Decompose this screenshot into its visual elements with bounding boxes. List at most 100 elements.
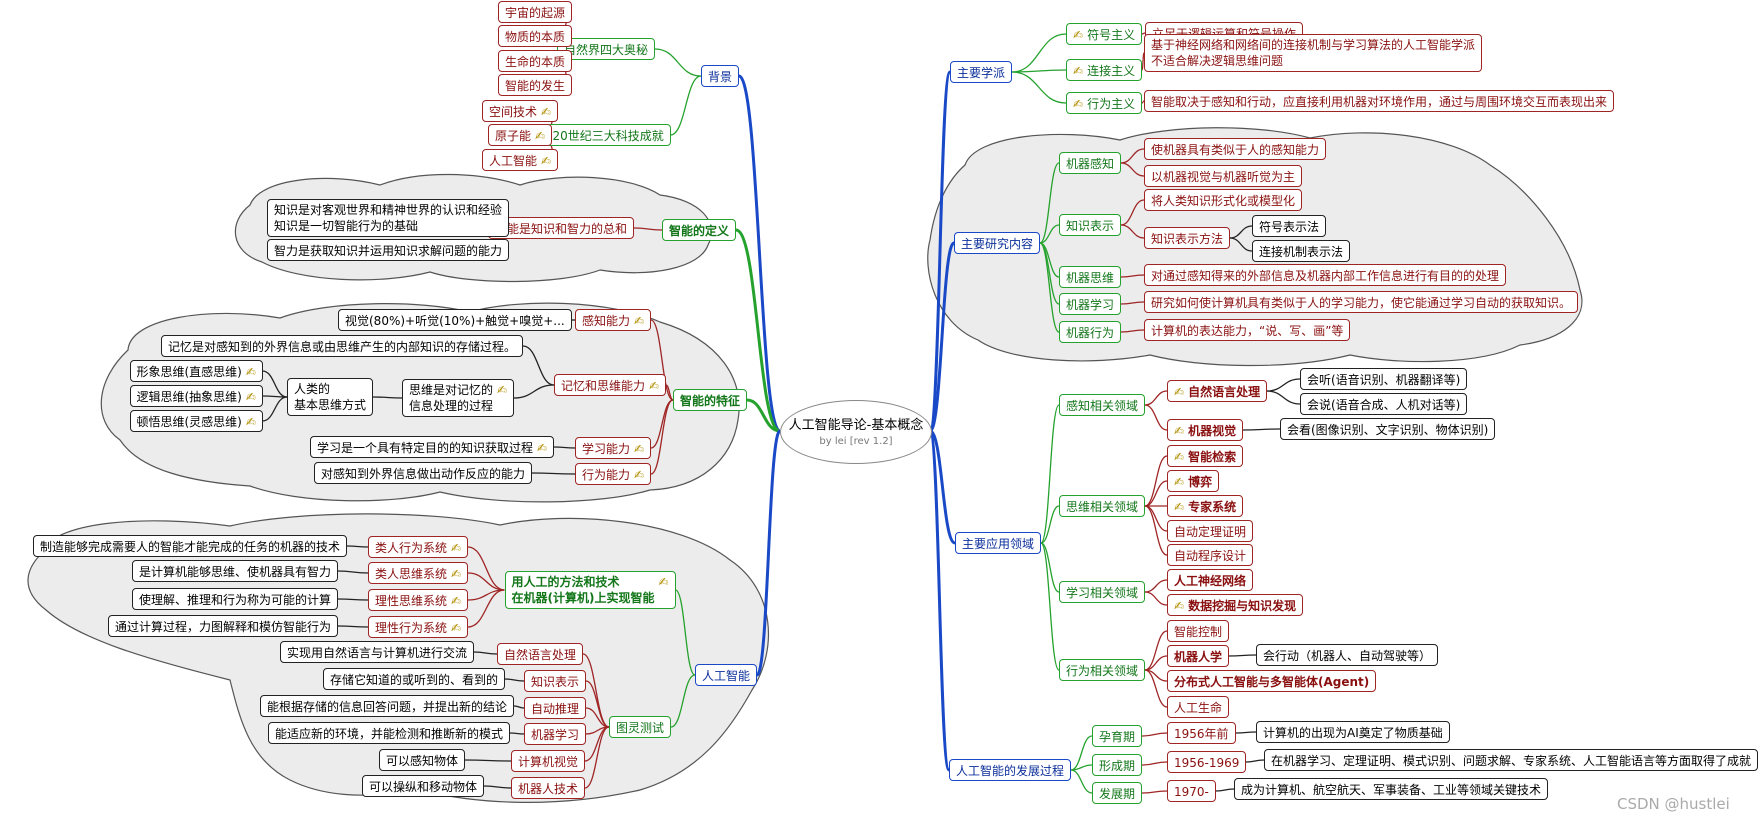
node-p2[interactable]: 思维相关领域 bbox=[1059, 495, 1146, 517]
node-s1[interactable]: ✍符号主义 bbox=[1066, 23, 1143, 45]
node-f2c1[interactable]: 形象思维(直感思维)✍ bbox=[129, 360, 263, 382]
node-s2a[interactable]: 基于神经网络和网络间的连接机制与学习算法的人工智能学派不适合解决逻辑思维问题 bbox=[1144, 34, 1483, 72]
node-ai2b1[interactable]: 存储它知道的或听到的、看到的 bbox=[323, 668, 506, 690]
node-p2a[interactable]: ✍智能检索 bbox=[1167, 445, 1244, 467]
node-p2d[interactable]: 自动定理证明 bbox=[1167, 520, 1254, 542]
node-f2[interactable]: 记忆和思维能力✍ bbox=[554, 374, 667, 396]
node-p2e[interactable]: 自动程序设计 bbox=[1167, 544, 1254, 566]
node-r2b2[interactable]: 连接机制表示法 bbox=[1252, 240, 1351, 262]
node-res[interactable]: 主要研究内容 bbox=[954, 232, 1041, 254]
node-r2b[interactable]: 知识表示方法 bbox=[1144, 227, 1231, 249]
node-p4d[interactable]: 人工生命 bbox=[1167, 696, 1230, 718]
node-bg1d[interactable]: 智能的发生 bbox=[498, 74, 573, 96]
node-ai2e1[interactable]: 可以感知物体 bbox=[379, 749, 466, 771]
node-f1a[interactable]: 视觉(80%)+听觉(10%)+触觉+嗅觉+... bbox=[338, 309, 572, 331]
node-ai2e[interactable]: 计算机视觉 bbox=[511, 750, 586, 772]
node-f2c[interactable]: 人类的基本思维方式 bbox=[287, 378, 374, 416]
node-p4b[interactable]: 机器人学 bbox=[1167, 645, 1230, 667]
node-r2b1[interactable]: 符号表示法 bbox=[1252, 215, 1327, 237]
node-ai1d[interactable]: 理性行为系统✍ bbox=[368, 616, 469, 638]
node-ai2d[interactable]: 机器学习 bbox=[524, 723, 587, 745]
node-f1[interactable]: 感知能力✍ bbox=[575, 309, 652, 331]
node-p4c[interactable]: 分布式人工智能与多智能体(Agent) bbox=[1167, 670, 1377, 692]
node-def[interactable]: 智能的定义 bbox=[662, 219, 737, 241]
node-p4a[interactable]: 智能控制 bbox=[1167, 620, 1230, 642]
node-p1b[interactable]: ✍机器视觉 bbox=[1167, 419, 1244, 441]
node-s2[interactable]: ✍连接主义 bbox=[1066, 59, 1143, 81]
node-d3a1[interactable]: 成为计算机、航空航天、军事装备、工业等领域关键技术 bbox=[1234, 778, 1549, 800]
node-bg1b[interactable]: 物质的本质 bbox=[498, 25, 573, 47]
node-ai2f[interactable]: 机器人技术 bbox=[511, 777, 586, 799]
node-r1[interactable]: 机器感知 bbox=[1059, 152, 1122, 174]
node-f2c2[interactable]: 逻辑思维(抽象思维)✍ bbox=[129, 385, 263, 407]
node-ai1[interactable]: 用人工的方法和技术在机器(计算机)上实现智能✍ bbox=[504, 571, 676, 609]
node-ai1a1[interactable]: 制造能够完成需要人的智能才能完成的任务的机器的技术 bbox=[33, 535, 348, 557]
node-f4[interactable]: 行为能力✍ bbox=[575, 463, 652, 485]
node-s3a[interactable]: 智能取决于感知和行动，应直接利用机器对环境作用，通过与周围环境交互而表现出来 bbox=[1144, 90, 1615, 112]
node-d2a[interactable]: 1956-1969 bbox=[1167, 751, 1247, 773]
node-f3a[interactable]: 学习是一个具有特定目的的知识获取过程✍ bbox=[310, 436, 555, 458]
node-d1[interactable]: 孕育期 bbox=[1092, 725, 1143, 747]
node-r1a[interactable]: 使机器具有类似于人的感知能力 bbox=[1144, 138, 1327, 160]
node-f2a[interactable]: 记忆是对感知到的外界信息或由思维产生的内部知识的存储过程。 bbox=[161, 335, 524, 357]
node-p1b1[interactable]: 会看(图像识别、文字识别、物体识别) bbox=[1280, 418, 1496, 440]
node-p3b[interactable]: ✍数据挖掘与知识发现 bbox=[1167, 594, 1304, 616]
node-f2c3[interactable]: 顿悟思维(灵感思维)✍ bbox=[129, 410, 263, 432]
node-ai1d1[interactable]: 通过计算过程，力图解释和模仿智能行为 bbox=[108, 615, 339, 637]
node-p2b[interactable]: ✍博弈 bbox=[1167, 470, 1220, 492]
node-def1b[interactable]: 智力是获取知识并运用知识求解问题的能力 bbox=[267, 239, 510, 261]
node-ai2c[interactable]: 自动推理 bbox=[524, 697, 587, 719]
node-d1a[interactable]: 1956年前 bbox=[1167, 722, 1236, 744]
node-r4a[interactable]: 研究如何使计算机具有类似于人的学习能力，使它能通过学习自动的获取知识。 bbox=[1144, 291, 1579, 313]
node-r4[interactable]: 机器学习 bbox=[1059, 293, 1122, 315]
node-p2c[interactable]: ✍专家系统 bbox=[1167, 495, 1244, 517]
node-r3a[interactable]: 对通过感知得来的外部信息及机器内部工作信息进行有目的的处理 bbox=[1144, 264, 1507, 286]
node-f2b[interactable]: 思维是对记忆的信息处理的过程✍ bbox=[402, 379, 515, 417]
node-bg1a[interactable]: 宇宙的起源 bbox=[498, 1, 573, 23]
node-dev[interactable]: 人工智能的发展过程 bbox=[949, 759, 1072, 781]
node-r3[interactable]: 机器思维 bbox=[1059, 266, 1122, 288]
node-ai2[interactable]: 图灵测试 bbox=[609, 716, 672, 738]
node-r5a[interactable]: 计算机的表达能力，“说、写、画”等 bbox=[1144, 319, 1351, 341]
node-r1b[interactable]: 以机器视觉与机器听觉为主 bbox=[1144, 165, 1303, 187]
node-p1a2[interactable]: 会说(语音合成、人机对话等) bbox=[1300, 393, 1468, 415]
node-ai2c1[interactable]: 能根据存储的信息回答问题，并提出新的结论 bbox=[260, 695, 515, 717]
node-ai[interactable]: 人工智能 bbox=[695, 664, 758, 686]
node-d3[interactable]: 发展期 bbox=[1092, 782, 1143, 804]
node-p1a1[interactable]: 会听(语音识别、机器翻译等) bbox=[1300, 368, 1468, 390]
node-f3[interactable]: 学习能力✍ bbox=[575, 437, 652, 459]
node-r5[interactable]: 机器行为 bbox=[1059, 321, 1122, 343]
node-def1[interactable]: 智能是知识和智力的总和 bbox=[488, 217, 635, 239]
node-bg1c[interactable]: 生命的本质 bbox=[498, 50, 573, 72]
node-p3a[interactable]: 人工神经网络 bbox=[1167, 569, 1254, 591]
node-p4[interactable]: 行为相关领域 bbox=[1059, 659, 1146, 681]
node-ai2f1[interactable]: 可以操纵和移动物体 bbox=[362, 775, 485, 797]
node-ai2a[interactable]: 自然语言处理 bbox=[497, 643, 584, 665]
node-ai1c1[interactable]: 使理解、推理和行为称为可能的计算 bbox=[132, 588, 339, 610]
node-app[interactable]: 主要应用领域 bbox=[955, 532, 1042, 554]
node-r2[interactable]: 知识表示 bbox=[1059, 214, 1122, 236]
node-feat[interactable]: 智能的特征 bbox=[673, 389, 748, 411]
node-bg2[interactable]: 20世纪三大科技成就 bbox=[545, 124, 671, 146]
node-ai1c[interactable]: 理性思维系统✍ bbox=[368, 589, 469, 611]
node-d2a1[interactable]: 在机器学习、定理证明、模式识别、问题求解、专家系统、人工智能语言等方面取得了成就 bbox=[1264, 749, 1759, 771]
node-bg2c[interactable]: 人工智能✍ bbox=[482, 149, 559, 171]
node-d1a1[interactable]: 计算机的出现为AI奠定了物质基础 bbox=[1256, 721, 1450, 743]
node-def1a[interactable]: 知识是对客观世界和精神世界的认识和经验知识是一切智能行为的基础 bbox=[267, 199, 510, 237]
node-p1a[interactable]: ✍自然语言处理 bbox=[1167, 380, 1268, 402]
node-f4a[interactable]: 对感知到外界信息做出动作反应的能力 bbox=[314, 462, 533, 484]
node-ai1a[interactable]: 类人行为系统✍ bbox=[368, 536, 469, 558]
root-node[interactable]: 人工智能导论-基本概念 by lei [rev 1.2] bbox=[780, 400, 932, 464]
node-bg1[interactable]: 自然界四大奥秘 bbox=[557, 38, 656, 60]
node-ai2d1[interactable]: 能适应新的环境，并能检测和推断新的模式 bbox=[268, 722, 511, 744]
node-bg2b[interactable]: 原子能✍ bbox=[488, 124, 553, 146]
node-bg[interactable]: 背景 bbox=[701, 65, 740, 87]
node-bg2a[interactable]: 空间技术✍ bbox=[482, 100, 559, 122]
node-p1[interactable]: 感知相关领域 bbox=[1059, 394, 1146, 416]
node-r2a[interactable]: 将人类知识形式化或模型化 bbox=[1144, 189, 1303, 211]
node-p3[interactable]: 学习相关领域 bbox=[1059, 581, 1146, 603]
node-p4b1[interactable]: 会行动（机器人、自动驾驶等） bbox=[1256, 644, 1439, 666]
node-ai1b1[interactable]: 是计算机能够思维、使机器具有智力 bbox=[132, 560, 339, 582]
node-ai1b[interactable]: 类人思维系统✍ bbox=[368, 562, 469, 584]
node-ai2b[interactable]: 知识表示 bbox=[524, 670, 587, 692]
